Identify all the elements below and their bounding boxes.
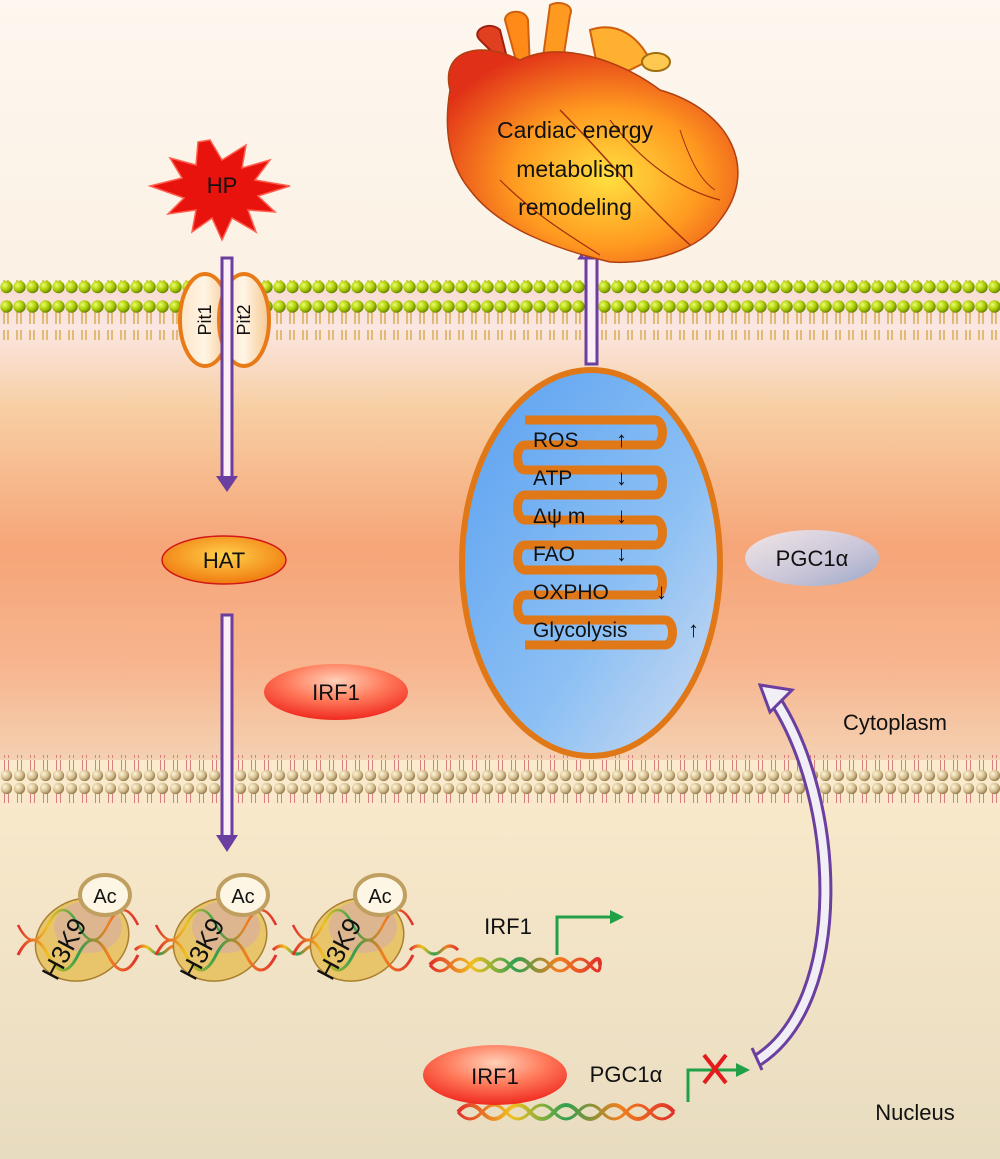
mito-item-arrow: ↓: [656, 579, 667, 604]
pit2-label: Pit2: [234, 304, 254, 335]
acetyl-label: Ac: [231, 886, 254, 908]
pgc1a-transcription-arrow: [686, 1068, 737, 1102]
mito-item-arrow: ↓: [616, 503, 627, 528]
pgc1a-cytoplasm: PGC1α: [745, 530, 879, 586]
acetyl-group: [353, 873, 407, 917]
pgc1a-cytoplasm-label: PGC1α: [776, 546, 849, 571]
mito-item-label: Δψ m: [533, 505, 585, 528]
pgc1a-dna: [456, 1103, 676, 1121]
irf1-cytoplasm: IRF1: [264, 664, 408, 720]
hp-stimulus: HP: [147, 139, 291, 242]
heart-label-line2: metabolism: [516, 156, 634, 182]
irf1-transcription-arrow: [555, 915, 612, 955]
mito-item-label: OXPHO: [533, 581, 609, 604]
irf1-dna: [428, 957, 602, 973]
mito-item-arrow: ↑: [688, 617, 699, 642]
mito-item-label: ATP: [533, 467, 572, 490]
mito-item-label: ROS: [533, 429, 579, 452]
heart-label-line3: remodeling: [518, 194, 632, 220]
pgc1a-gene: IRF1 PGC1α: [423, 1045, 750, 1121]
export-arrow-pgc1a: [750, 683, 833, 1071]
mito-item-label: FAO: [533, 543, 575, 566]
acetyl-group: [78, 873, 132, 917]
heart-illustration: Cardiac energy metabolism remodeling: [446, 2, 739, 264]
irf1-bound-label: IRF1: [471, 1064, 519, 1089]
mito-metabolic-list: ROS ↑ ATP ↓ Δψ m ↓ FAO ↓ OXPHO ↓ Glycolysis ↑: [533, 427, 699, 642]
mito-item-arrow: ↓: [616, 465, 627, 490]
nuclear-membrane: [0, 755, 1000, 803]
acetyl-label: Ac: [93, 886, 116, 908]
hp-label: HP: [207, 173, 238, 198]
acetyl-label: Ac: [368, 886, 391, 908]
irf1-gene-label: IRF1: [484, 914, 532, 939]
acetyl-group: [216, 873, 270, 917]
hat-label: HAT: [203, 548, 245, 573]
signal-arrow-hat-to-chromatin: [216, 613, 238, 852]
irf1-gene: IRF1: [428, 910, 624, 973]
pgc1a-gene-label: PGC1α: [590, 1062, 663, 1087]
inhibition-cross: [702, 1053, 728, 1085]
cell-membrane: [0, 280, 1000, 340]
mitochondrion: [459, 367, 723, 759]
mito-item-arrow: ↑: [616, 427, 627, 452]
heart-label-line1: Cardiac energy: [497, 117, 653, 143]
hat-enzyme: HAT: [161, 535, 287, 585]
irf1-cytoplasm-label: IRF1: [312, 680, 360, 705]
signal-arrow-hp-to-hat: [216, 256, 238, 492]
mito-item-arrow: ↓: [616, 541, 627, 566]
nucleus-label: Nucleus: [875, 1100, 954, 1125]
irf1-bound: [423, 1045, 567, 1105]
cytoplasm-label: Cytoplasm: [843, 710, 947, 735]
pit1-label: Pit1: [195, 304, 215, 335]
mito-item-label: Glycolysis: [533, 619, 628, 642]
